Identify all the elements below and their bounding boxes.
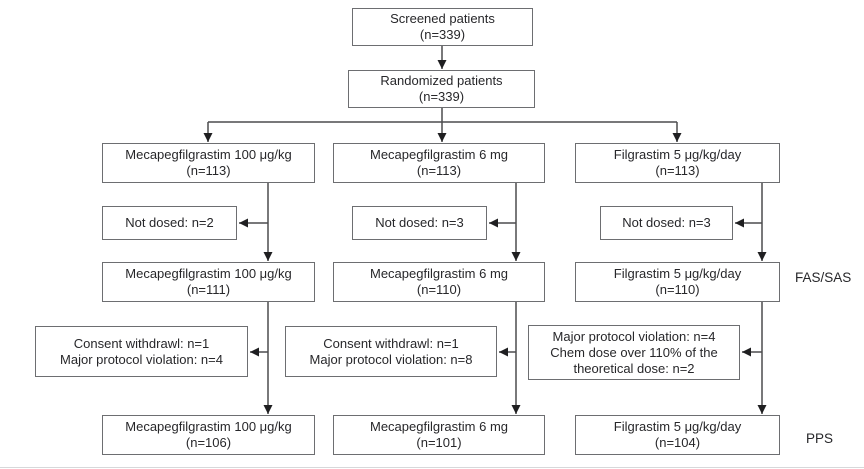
box-title: Filgrastim 5 μg/kg/day: [613, 147, 742, 162]
arm-mecapeg-100-randomized-box: Mecapegfilgrastim 100 μg/kg (n=113): [102, 143, 315, 183]
box-count: (n=111): [186, 282, 231, 297]
screened-patients-box: Screened patients (n=339): [352, 8, 533, 46]
box-count: (n=110): [416, 282, 462, 297]
arm-filgrastim-randomized-box: Filgrastim 5 μg/kg/day (n=113): [575, 143, 780, 183]
box-count: (n=113): [416, 163, 462, 178]
box-title: Not dosed: n=2: [125, 215, 214, 230]
box-count: (n=101): [416, 435, 462, 450]
pps-filgrastim-box: Filgrastim 5 μg/kg/day (n=104): [575, 415, 780, 455]
box-count: (n=106): [185, 435, 232, 450]
box-title: Mecapegfilgrastim 6 mg: [370, 266, 508, 281]
box-count: (n=113): [655, 163, 700, 178]
pps-mecapeg-100-box: Mecapegfilgrastim 100 μg/kg (n=106): [102, 415, 315, 455]
box-count: (n=110): [655, 282, 700, 297]
box-title: Mecapegfilgrastim 100 μg/kg: [125, 419, 292, 434]
fas-sas-filgrastim-box: Filgrastim 5 μg/kg/day (n=110): [575, 262, 780, 302]
exclusion-line: Major protocol violation: n=8: [309, 351, 473, 367]
box-count: (n=339): [418, 89, 465, 104]
box-title: Mecapegfilgrastim 6 mg: [370, 147, 508, 162]
box-title: Mecapegfilgrastim 6 mg: [370, 419, 508, 434]
box-count: (n=339): [419, 27, 466, 42]
not-dosed-box-arm1: Not dosed: n=2: [102, 206, 237, 240]
not-dosed-box-arm3: Not dosed: n=3: [600, 206, 733, 240]
exclusion-line: theoretical dose: n=2: [573, 360, 695, 376]
exclusion-line: Consent withdrawl: n=1: [323, 335, 459, 351]
box-title: Randomized patients: [380, 73, 503, 88]
box-title: Filgrastim 5 μg/kg/day: [613, 266, 742, 281]
exclusion-line: Major protocol violation: n=4: [60, 351, 223, 367]
box-title: Not dosed: n=3: [375, 215, 464, 230]
fas-sas-mecapeg-6mg-box: Mecapegfilgrastim 6 mg (n=110): [333, 262, 545, 302]
pps-mecapeg-6mg-box: Mecapegfilgrastim 6 mg (n=101): [333, 415, 545, 455]
box-title: Filgrastim 5 μg/kg/day: [613, 419, 742, 434]
arm-mecapeg-6mg-randomized-box: Mecapegfilgrastim 6 mg (n=113): [333, 143, 545, 183]
exclusions-box-arm1: Consent withdrawl: n=1 Major protocol vi…: [35, 326, 248, 377]
bottom-rule-divider: [0, 467, 864, 468]
exclusions-box-arm3: Major protocol violation: n=4 Chem dose …: [528, 325, 740, 380]
box-count: (n=104): [654, 435, 701, 450]
box-title: Mecapegfilgrastim 100 μg/kg: [125, 266, 292, 281]
randomized-patients-box: Randomized patients (n=339): [348, 70, 535, 108]
box-count: (n=113): [186, 163, 231, 178]
exclusions-box-arm2: Consent withdrawl: n=1 Major protocol vi…: [285, 326, 497, 377]
box-title: Mecapegfilgrastim 100 μg/kg: [125, 147, 292, 162]
stage-label-fas-sas: FAS/SAS: [795, 270, 852, 285]
stage-label-pps: PPS: [806, 431, 834, 446]
exclusion-line: Major protocol violation: n=4: [552, 328, 716, 344]
fas-sas-mecapeg-100-box: Mecapegfilgrastim 100 μg/kg (n=111): [102, 262, 315, 302]
not-dosed-box-arm2: Not dosed: n=3: [352, 206, 487, 240]
box-title: Not dosed: n=3: [622, 215, 711, 230]
box-title: Screened patients: [390, 11, 495, 26]
exclusion-line: Consent withdrawl: n=1: [73, 335, 210, 351]
exclusion-line: Chem dose over 110% of the: [550, 344, 718, 360]
